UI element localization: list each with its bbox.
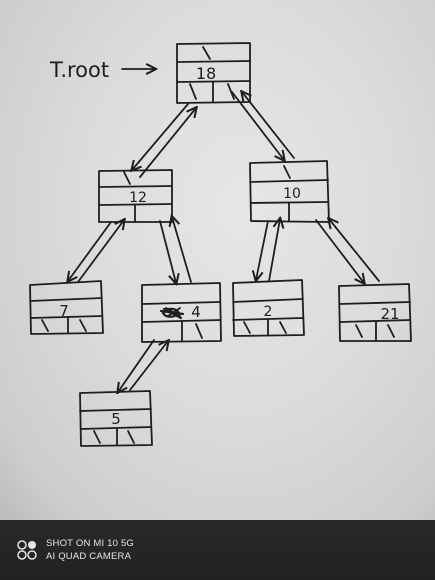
node-12-key: 12: [129, 190, 147, 206]
edge-12-4: [159, 217, 192, 283]
node-18: [176, 42, 251, 104]
node-4: [141, 282, 222, 343]
node-7-key: 7: [59, 302, 69, 320]
camera-lens-icon: [17, 540, 37, 560]
node-21: [338, 283, 412, 342]
root-pointer-label: T.root: [49, 58, 109, 82]
node-5: [79, 390, 153, 447]
node-18-key: 18: [196, 64, 216, 83]
edge-10-21: [315, 219, 380, 283]
edge-18-10: [231, 92, 295, 160]
watermark-line-2: AI QUAD CAMERA: [46, 551, 132, 562]
node-2: [232, 279, 305, 337]
camera-watermark: SHOT ON MI 10 5G AI QUAD CAMERA: [16, 537, 216, 567]
node-5-key: 5: [111, 410, 121, 428]
node-2-key: 2: [264, 304, 273, 320]
node-21-key: 21: [380, 305, 399, 323]
edge-18-12: [132, 103, 196, 178]
node-4-key: 4: [191, 303, 201, 321]
watermark-line-1: SHOT ON MI 10 5G: [46, 538, 135, 549]
node-4-strikeout-scribble: [159, 307, 185, 320]
edge-4-5: [118, 340, 168, 392]
edge-10-2: [256, 219, 280, 281]
node-10-key: 10: [283, 186, 301, 202]
edge-12-7: [68, 220, 124, 282]
